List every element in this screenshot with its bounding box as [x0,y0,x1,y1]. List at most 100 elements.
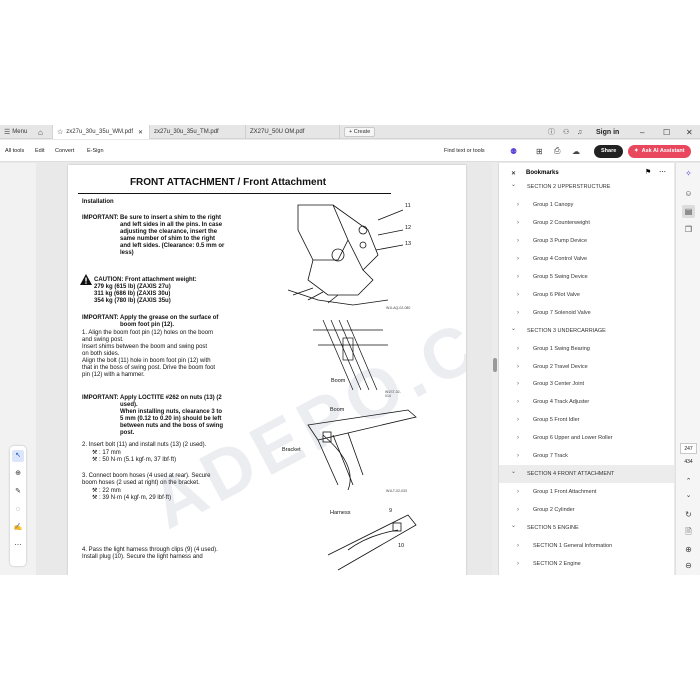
chevron-right-icon[interactable]: › [517,219,519,226]
chevron-right-icon[interactable]: › [517,543,519,549]
zoom-out-icon[interactable]: ⊖ [685,561,692,570]
warning-triangle-icon [80,274,92,285]
chevron-down-icon[interactable]: ⌄ [511,182,517,188]
chevron-right-icon[interactable]: › [517,560,519,567]
bookmark-item[interactable]: › Group 2 Travel Device [499,358,674,376]
share-button[interactable]: Share [594,144,624,158]
bookmark-item[interactable]: ›Group 7 Track [499,447,674,465]
bookmark-item[interactable]: ›Group 4 Control Valve [499,250,674,268]
chevron-right-icon[interactable]: › [517,381,519,388]
chevron-right-icon[interactable]: › [517,489,519,496]
chevron-right-icon[interactable]: › [517,237,519,244]
esign-button[interactable]: E-Sign [87,148,104,154]
chevron-right-icon[interactable]: › [517,309,519,316]
step-2-spec: ⚒ : 17 mm ⚒ : 50 N·m (5.1 kgf·m, 37 lbf·… [92,450,177,463]
chevron-right-icon[interactable]: › [517,363,519,370]
bookmark-item[interactable]: ›Group 2 Counterweight [499,214,674,232]
bookmark-section[interactable]: ⌄SECTION 3 UNDERCARRIAGE [499,322,674,340]
chevron-right-icon[interactable]: › [517,291,519,298]
help-icon[interactable]: ⓘ [548,129,555,136]
chevron-right-icon[interactable]: › [517,453,519,460]
print-icon[interactable]: ⎙ [554,146,561,155]
bookmark-item[interactable]: ›Group 3 Pump Device [499,232,674,250]
refresh-icon[interactable]: ↻ [685,510,692,519]
close-window-icon[interactable]: ✕ [686,127,693,137]
select-cursor-icon[interactable]: ↖ [12,450,24,462]
bookmark-item[interactable]: ›Group 5 Swing Device [499,268,674,286]
pdf-page: FRONT ATTACHMENT / Front Attachment Inst… [68,165,466,575]
ask-ai-assistant-button[interactable]: ✦ Ask AI Assistant [628,144,691,158]
bookmark-label: Group 2 Travel Device [533,363,588,370]
bookmark-item[interactable]: ›SECTION 2 Engine [499,555,674,573]
bookmark-item[interactable]: › Group 4 Track Adjuster [499,393,674,411]
edit-button[interactable]: Edit [35,148,45,154]
bookmark-item[interactable]: ›Group 2 Cylinder [499,501,674,519]
pen-icon[interactable]: ✎ [15,488,21,495]
current-page-field[interactable]: 247 [680,443,697,454]
bookmarks-icon[interactable]: ▤ [682,205,695,218]
bookmark-item[interactable]: ›Group 1 Canopy [499,196,674,214]
chevron-right-icon[interactable]: › [517,417,519,424]
star-icon[interactable]: ☆ [57,129,64,136]
bookmark-section[interactable]: ⌄SECTION 2 UPPERSTRUCTURE [499,178,674,196]
sign-in-button[interactable]: Sign in [596,128,620,136]
bookmark-item[interactable]: ›Group 6 Upper and Lower Roller [499,429,674,447]
all-tools-button[interactable]: All tools [5,148,25,154]
more-options-icon[interactable]: ⋯ [659,169,666,176]
chevron-right-icon[interactable]: › [517,507,519,514]
chevron-right-icon[interactable]: › [517,255,519,262]
apps-icon[interactable]: ⚇ [563,129,570,136]
chevron-right-icon[interactable]: › [517,435,519,442]
bookmark-options-icon[interactable]: ⚑ [645,169,652,176]
bookmark-item[interactable]: ›Group 6 Pilot Valve [499,286,674,304]
ai-panel-icon[interactable]: ✧ [685,169,692,178]
tab-label: ZX27U_50U OM.pdf [250,129,305,135]
maximize-icon[interactable]: ☐ [663,127,671,137]
chevron-right-icon[interactable]: › [517,201,519,208]
comments-icon[interactable]: ☺ [684,189,693,198]
chevron-down-icon[interactable]: ⌄ [511,325,517,332]
notification-bell-icon[interactable]: ♫ [577,128,583,136]
close-tab-icon[interactable]: ✕ [138,129,144,136]
chevron-right-icon[interactable]: › [517,273,519,280]
convert-button[interactable]: Convert [55,148,75,154]
chevron-down-icon[interactable]: ⌄ [511,523,517,530]
tab-doc-tm[interactable]: zx27u_30u_35u_TM.pdf [150,125,246,139]
bookmark-item[interactable]: ›Group 7 Solenoid Valve [499,304,674,322]
save-icon[interactable]: ⊞ [536,146,543,156]
document-scrollbar-thumb[interactable] [493,358,497,372]
comment-icon[interactable]: ⊕ [15,470,21,477]
ai-search-icon[interactable]: ⚉ [510,146,518,156]
bookmark-section[interactable]: ⌄SECTION 4 FRONT ATTACHMENT [499,465,674,484]
create-button[interactable]: + Create [344,127,376,137]
minimize-icon[interactable]: – [640,127,645,137]
bookmark-item[interactable]: ›Group 1 Front Attachment [499,483,674,501]
page-down-icon[interactable]: ⌄ [685,492,692,499]
find-text-button[interactable]: Find text or tools [444,148,485,154]
chevron-right-icon[interactable]: › [517,399,519,406]
signature-icon[interactable]: ✍ [13,524,23,531]
bookmark-item[interactable]: ›Group 3 Center Joint [499,375,674,393]
pages-icon[interactable]: ❐ [684,225,693,234]
cloud-upload-icon[interactable]: ☁ [572,146,580,156]
bookmark-item[interactable]: ›Group 5 Front Idler [499,411,674,429]
zoom-in-icon[interactable]: ⊕ [685,545,692,554]
bookmark-label: Group 4 Track Adjuster [533,399,590,406]
document-scrollbar[interactable] [492,163,498,575]
chevron-right-icon[interactable]: › [517,345,519,352]
document-viewport[interactable]: FRONT ATTACHMENT / Front Attachment Inst… [36,163,498,575]
bookmark-section[interactable]: ⌄SECTION 5 ENGINE [499,519,674,537]
bookmark-item[interactable]: ›Group 1 Swing Bearing [499,340,674,358]
menu-button[interactable]: ☰ Menu [4,125,27,139]
document-icon[interactable]: 🗎 [685,527,692,536]
tab-doc-wm[interactable]: ☆ zx27u_30u_35u_WM.pdf ✕ [52,125,150,139]
close-panel-icon[interactable]: ✕ [511,171,517,177]
more-tools-icon[interactable]: ⋯ [14,542,22,549]
chevron-down-icon[interactable]: ⌄ [511,469,517,476]
lasso-icon[interactable]: ◌ [15,506,21,513]
home-button[interactable]: ⌂ [38,125,43,139]
page-up-icon[interactable]: ⌃ [685,478,692,485]
bookmark-item[interactable]: ›SECTION 1 General Information [499,537,674,555]
bookmarks-panel: ✕ Bookmarks ⚑ ⋯ ⌄SECTION 2 UPPERSTRUCTUR… [498,163,674,575]
tab-doc-om[interactable]: ZX27U_50U OM.pdf [246,125,340,139]
